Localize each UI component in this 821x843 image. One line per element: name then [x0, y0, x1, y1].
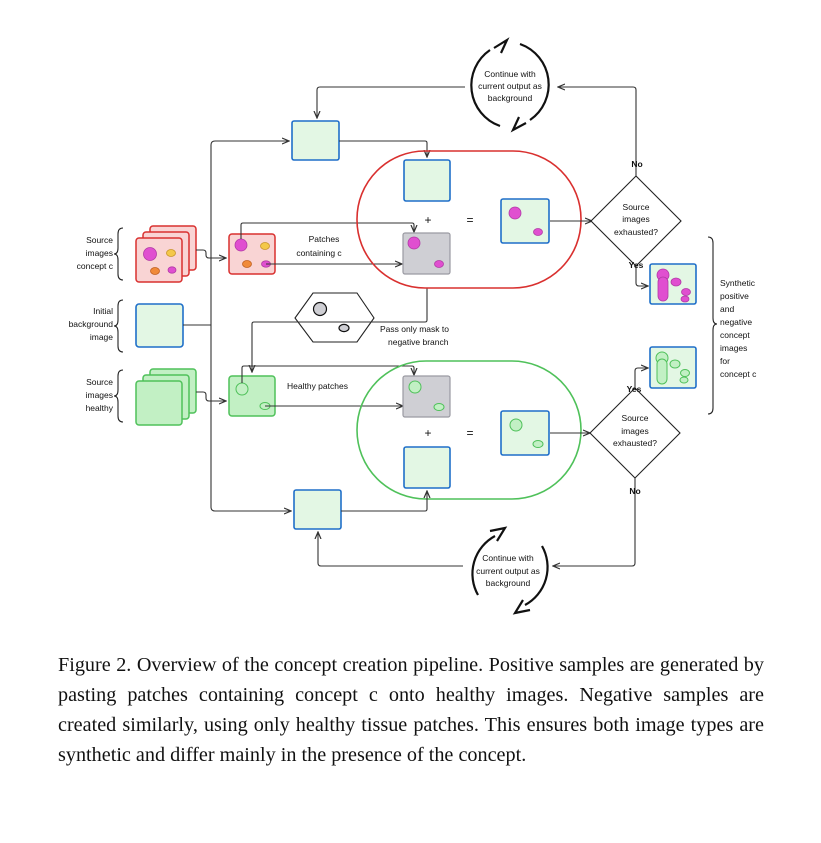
svg-text:and: and — [720, 304, 734, 314]
arrow-concept-top — [240, 222, 414, 239]
positive-output — [500, 198, 550, 244]
negative-stadium — [356, 360, 582, 500]
svg-text:images: images — [622, 214, 649, 224]
no-bottom-label: No — [629, 486, 640, 496]
label-source-healthy: Source images healthy — [86, 377, 114, 413]
svg-text:Source: Source — [623, 202, 650, 212]
brace-source-healthy — [113, 369, 124, 423]
svg-text:images: images — [86, 248, 113, 258]
label-synthetic: Synthetic positive and negative concept … — [720, 278, 757, 379]
brace-initial-background — [113, 299, 124, 353]
label-healthy-patches: Healthy patches — [287, 381, 348, 391]
svg-text:images: images — [86, 390, 113, 400]
continue-bottom-loop: Continue with current output as backgrou… — [471, 526, 549, 615]
positive-mask-patch — [402, 232, 451, 275]
svg-text:concept c: concept c — [77, 261, 114, 271]
arrow-healthy-top — [241, 365, 414, 383]
bottom-background-box — [293, 489, 342, 530]
arrow-yes-bottom — [634, 368, 648, 388]
positive-synthetic-image — [649, 263, 697, 305]
brace-synthetic — [707, 236, 718, 415]
label-initial-background: Initial background image — [69, 306, 114, 342]
svg-text:background: background — [69, 319, 114, 329]
decision-top-label: Source images exhausted? — [614, 202, 658, 237]
initial-background-image — [135, 303, 184, 348]
svg-text:Continue with: Continue with — [484, 69, 536, 79]
negative-synthetic-image — [649, 346, 697, 389]
svg-text:Source: Source — [86, 377, 113, 387]
arrow-no-top — [558, 87, 637, 176]
positive-stadium — [356, 150, 582, 289]
svg-text:current output as: current output as — [476, 566, 540, 576]
negative-output — [500, 410, 550, 456]
plus-top: + — [424, 213, 431, 227]
arrow-mask-to-negative — [252, 288, 428, 372]
svg-text:healthy: healthy — [86, 403, 114, 413]
svg-text:for: for — [720, 356, 730, 366]
decision-bottom-label: Source images exhausted? — [613, 413, 657, 448]
figure-caption: Figure 2. Overview of the concept creati… — [58, 654, 764, 766]
arrow-yes-top — [635, 266, 648, 286]
source-healthy-images — [135, 368, 197, 426]
svg-text:negative branch: negative branch — [388, 337, 449, 347]
label-source-concept: Source images concept c — [77, 235, 114, 271]
arrow-no-bottom — [553, 478, 636, 566]
svg-text:concept: concept — [720, 330, 750, 340]
svg-text:Synthetic: Synthetic — [720, 278, 756, 288]
svg-text:images: images — [621, 426, 648, 436]
negative-background — [403, 446, 451, 489]
plus-bottom: + — [424, 426, 431, 440]
concept-patches — [228, 233, 276, 275]
svg-text:Source: Source — [86, 235, 113, 245]
label-patches-concept: Patches containing c — [296, 234, 342, 258]
source-concept-images — [135, 225, 197, 283]
top-background-box — [291, 120, 340, 161]
equals-bottom: = — [466, 426, 473, 440]
arrow-bg-to-bottom — [210, 325, 291, 511]
svg-text:Pass only mask to: Pass only mask to — [380, 324, 449, 334]
arrow-loop-top-to-bg — [317, 86, 465, 118]
svg-text:containing c: containing c — [296, 248, 342, 258]
yes-top-label: Yes — [629, 260, 644, 270]
pipeline-diagram: Source images concept c Initial backgrou… — [69, 37, 757, 615]
equals-top: = — [466, 213, 473, 227]
label-pass-mask: Pass only mask to negative branch — [380, 324, 449, 347]
svg-text:exhausted?: exhausted? — [613, 438, 657, 448]
arrow-loop-bottom-to-bg — [318, 532, 463, 567]
healthy-patches — [228, 375, 276, 417]
svg-text:image: image — [90, 332, 113, 342]
arrow-top-bg-to-stadium — [339, 140, 427, 157]
continue-top-loop: Continue with current output as backgrou… — [470, 37, 550, 133]
svg-text:positive: positive — [720, 291, 749, 301]
svg-text:background: background — [488, 93, 533, 103]
mask-hexagon — [294, 292, 375, 343]
svg-text:current output as: current output as — [478, 81, 542, 91]
positive-background — [403, 159, 451, 202]
arrow-bg-to-top — [210, 141, 289, 325]
yes-bottom-label: Yes — [627, 384, 642, 394]
arrow-to-healthy-patches — [196, 391, 226, 401]
arrow-to-concept-patches — [196, 249, 226, 258]
no-top-label: No — [631, 159, 642, 169]
svg-text:background: background — [486, 578, 531, 588]
svg-text:Continue with: Continue with — [482, 553, 534, 563]
negative-mask-patch — [402, 375, 451, 418]
svg-text:concept c: concept c — [720, 369, 757, 379]
svg-text:exhausted?: exhausted? — [614, 227, 658, 237]
svg-text:negative: negative — [720, 317, 752, 327]
arrow-bottom-bg-to-stadium — [341, 491, 427, 512]
svg-text:Source: Source — [622, 413, 649, 423]
svg-text:images: images — [720, 343, 747, 353]
svg-text:Patches: Patches — [309, 234, 340, 244]
svg-text:Initial: Initial — [93, 306, 113, 316]
brace-source-concept — [113, 227, 124, 281]
